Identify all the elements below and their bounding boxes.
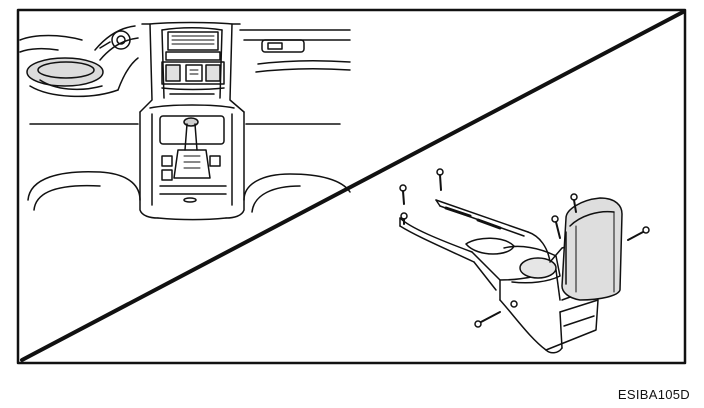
figure-frame	[16, 8, 687, 365]
console-rear-box	[545, 269, 601, 354]
diagonal-divider	[20, 10, 685, 362]
mounting-screw	[474, 311, 501, 328]
shift-lever	[173, 117, 211, 179]
mounting-screw	[510, 300, 518, 308]
armrest-lid	[561, 197, 623, 301]
mounting-screw	[627, 226, 650, 241]
steering-wheel-area	[19, 25, 139, 98]
console-front-rail	[399, 199, 529, 263]
left-seat	[27, 170, 141, 201]
ignition-key	[99, 30, 131, 50]
console-exploded-view	[399, 168, 650, 354]
mounting-screw	[400, 212, 408, 225]
center-stack	[139, 21, 245, 113]
center-console	[139, 104, 245, 221]
right-seat	[243, 173, 351, 201]
mounting-screw	[436, 168, 444, 191]
figure-code-label: ESIBA105D	[617, 387, 690, 402]
mounting-screw	[399, 184, 407, 205]
console-body	[471, 231, 595, 351]
climate-control-panel	[161, 61, 225, 85]
door-panel	[239, 29, 351, 73]
audio-unit	[167, 31, 219, 51]
cup-holder	[465, 237, 515, 255]
interior-overview-view	[19, 21, 351, 221]
